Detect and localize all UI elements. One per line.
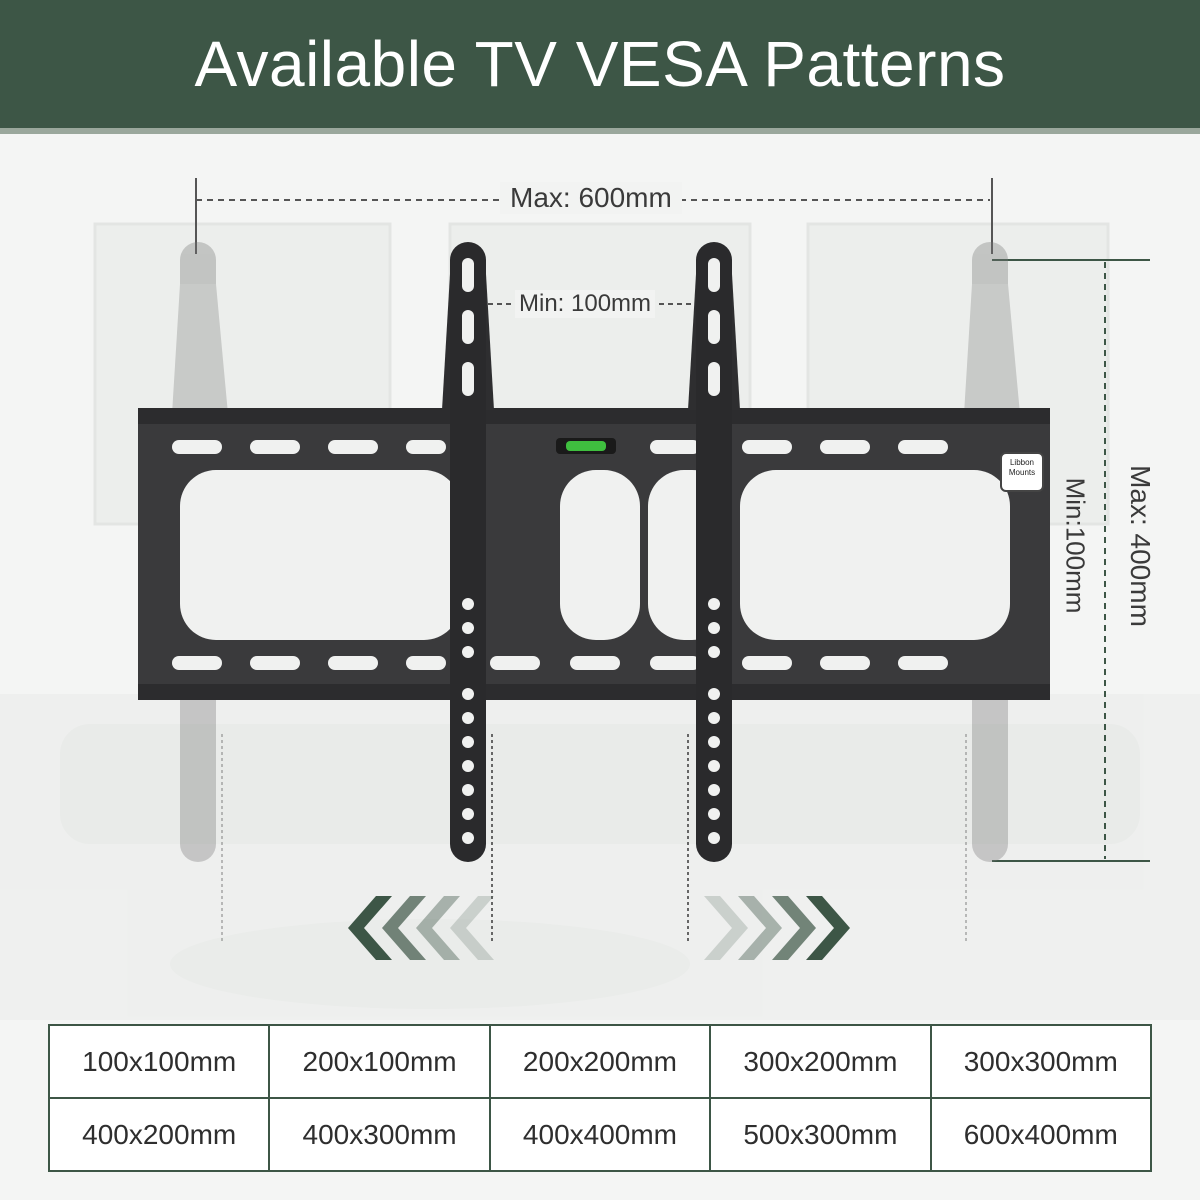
slide-arrows-left: [348, 896, 494, 960]
brand-logo: Libbon Mounts: [1000, 452, 1044, 492]
mount-illustration: [0, 178, 1200, 1020]
pattern-cell: 300x300mm: [929, 1024, 1153, 1099]
pattern-cell: 600x400mm: [929, 1097, 1153, 1172]
page-title: Available TV VESA Patterns: [194, 28, 1006, 100]
header-banner: Available TV VESA Patterns: [0, 0, 1200, 134]
table-row: 400x200mm 400x300mm 400x400mm 500x300mm …: [47, 1097, 1153, 1172]
table-row: 100x100mm 200x100mm 200x200mm 300x200mm …: [47, 1024, 1153, 1099]
pattern-cell: 500x300mm: [709, 1097, 932, 1172]
pattern-cell: 300x200mm: [709, 1024, 932, 1099]
height-dimension: [992, 259, 1150, 862]
max-width-label: Max: 600mm: [500, 182, 682, 214]
max-height-label: Max: 400mm: [1125, 465, 1156, 627]
release-cords: [221, 734, 967, 944]
min-height-label: Min:100mm: [1060, 477, 1091, 614]
pattern-cell: 400x300mm: [268, 1097, 491, 1172]
pattern-cell: 200x100mm: [268, 1024, 491, 1099]
min-width-label: Min: 100mm: [515, 290, 656, 318]
mount-diagram: Max: 600mm Min: 100mm Max: 400mm Min:100…: [0, 134, 1200, 1020]
slide-arrows-right: [704, 896, 850, 960]
pattern-cell: 100x100mm: [47, 1024, 271, 1099]
arm-holes: [462, 258, 720, 844]
plate-slots: [172, 440, 948, 670]
pattern-cell: 400x400mm: [488, 1097, 712, 1172]
wall-plate: [138, 408, 1050, 700]
pattern-cell: 200x200mm: [488, 1024, 712, 1099]
vesa-patterns-table: 100x100mm 200x100mm 200x200mm 300x200mm …: [47, 1024, 1153, 1172]
pattern-cell: 400x200mm: [47, 1097, 271, 1172]
